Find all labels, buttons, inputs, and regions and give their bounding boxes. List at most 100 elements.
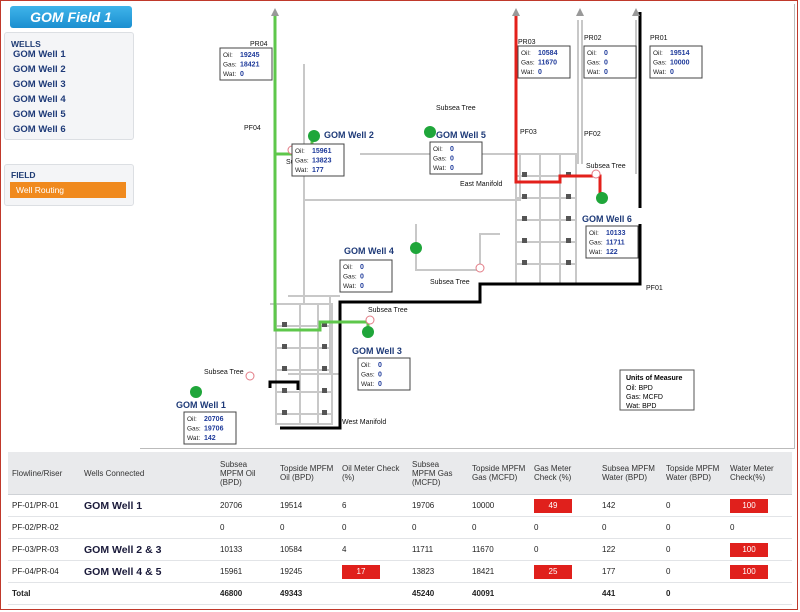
readout-well-2-oil-label: Oil: [295,148,305,155]
cell-wc: 100 [726,538,792,561]
subsea-tree-label-1: Subsea Tree [204,369,244,376]
readout-boxes: Oil:20706Gas:19706Wat:142Oil:15961Gas:13… [183,45,703,445]
cell-gc: 49 [530,494,598,517]
readout-well-4-oil-label: Oil: [343,264,353,271]
readout-well-2-wat-value: 177 [312,167,324,174]
riser-arrows [271,8,640,16]
total-empty [530,582,598,605]
readout-well-1-oil-value: 20706 [204,416,224,423]
readout-pr01-oil-value: 19514 [670,50,690,57]
total-empty [726,582,792,605]
total-to: 49343 [276,582,338,605]
riser-name-pr03: PR03 [518,39,536,46]
readout-pr01-wat-value: 0 [670,69,674,76]
flowline-pf03 [514,12,602,196]
sidebar-item-gom-well-3[interactable]: GOM Well 3 [13,79,66,90]
readout-well-1-wat-value: 142 [204,435,216,442]
readout-well-3-oil-label: Oil: [361,362,371,369]
alert-badge: 25 [534,564,572,579]
readout-well-5-wat-label: Wat: [433,165,446,172]
sidebar-item-gom-well-1[interactable]: GOM Well 1 [13,49,66,60]
cell-wc: 100 [726,560,792,583]
well-label-6: GOM Well 6 [582,214,632,224]
alert-badge: 100 [730,498,768,513]
units-wat: Wat: BPD [626,403,656,410]
subsea-tree-label-6: Subsea Tree [586,163,626,170]
riser-name-pr02: PR02 [584,35,602,42]
readout-pr02-gas-label: Gas: [587,60,601,67]
cell-tw: 0 [662,560,726,583]
cell-wells: GOM Well 1 [80,494,216,517]
readout-pr02-wat-label: Wat: [587,69,600,76]
readout-well-3-gas-label: Gas: [361,372,375,379]
readout-pr02-oil-label: Oil: [587,50,597,57]
alert-badge: 100 [730,542,768,557]
readout-well-6-wat-value: 122 [606,249,618,256]
pf04-label: PF04 [244,125,261,132]
total-tg: 40091 [468,582,530,605]
well-label-2: GOM Well 2 [324,130,374,140]
well-head-3 [362,326,374,338]
sidebar-item-gom-well-5[interactable]: GOM Well 5 [13,109,66,120]
readout-pr01-oil-label: Oil: [653,50,663,57]
cell-sw: 122 [598,538,662,561]
sidebar-item-gom-well-6[interactable]: GOM Well 6 [13,124,66,135]
sidebar-item-gom-well-2[interactable]: GOM Well 2 [13,64,66,75]
pf01-label: PF01 [646,285,663,292]
cell-tg: 0 [468,516,530,539]
well-head-1 [190,386,202,398]
sidebar-item-gom-well-4[interactable]: GOM Well 4 [13,94,66,105]
col-subsea-water: Subsea MPFM Water (BPD) [598,452,662,495]
readout-well-4-gas-label: Gas: [343,274,357,281]
cell-gc: 0 [530,516,598,539]
total-tw: 0 [662,582,726,605]
readout-well-6-gas-label: Gas: [589,240,603,247]
readout-pr01-wat-label: Wat: [653,69,666,76]
well-label-5: GOM Well 5 [436,130,486,140]
cell-tg: 18421 [468,560,530,583]
cell-to: 19245 [276,560,338,583]
cell-gc: 25 [530,560,598,583]
readout-well-3-wat-value: 0 [378,381,382,388]
subsea-tree-label-4: Subsea Tree [430,279,470,286]
readout-well-5-oil-label: Oil: [433,146,443,153]
cell-sw: 142 [598,494,662,517]
routing-diagram-svg: Subsea Tree Subsea Tree Subsea Tree Subs… [176,8,703,445]
readout-well-6-wat-label: Wat: [589,249,602,256]
well-routing-button[interactable]: Well Routing [10,182,126,198]
riser-name-pr04: PR04 [250,41,268,48]
valve-markers [282,172,571,415]
well-label-4: GOM Well 4 [344,246,394,256]
cell-wells: GOM Well 2 & 3 [80,538,216,561]
total-label: Total [8,582,80,605]
readout-pr04-wat-value: 0 [240,71,244,78]
total-empty [338,582,408,605]
cell-sw: 0 [598,516,662,539]
total-empty [80,582,216,605]
readout-pr03-gas-label: Gas: [521,60,535,67]
routing-diagram: Subsea Tree Subsea Tree Subsea Tree Subs… [140,4,795,449]
well-head-6 [596,192,608,204]
table-header-row: Flowline/Riser Wells Connected Subsea MP… [8,452,792,495]
readout-pr04-gas-value: 18421 [240,62,260,69]
cell-tw: 0 [662,516,726,539]
well-label-3: GOM Well 3 [352,346,402,356]
cell-oc: 0 [338,516,408,539]
col-gas-check: Gas Meter Check (%) [530,452,598,495]
readout-well-6-oil-label: Oil: [589,230,599,237]
readout-pr03-oil-value: 10584 [538,50,558,57]
readout-pr04-oil-value: 19245 [240,52,260,59]
alert-badge: 100 [730,564,768,579]
well-label-1: GOM Well 1 [176,400,226,410]
cell-riser: PF-02/PR-02 [8,516,80,539]
alert-badge: 49 [534,498,572,513]
pf03-label: PF03 [520,129,537,136]
flowline-pf01-riser-link [268,380,300,390]
